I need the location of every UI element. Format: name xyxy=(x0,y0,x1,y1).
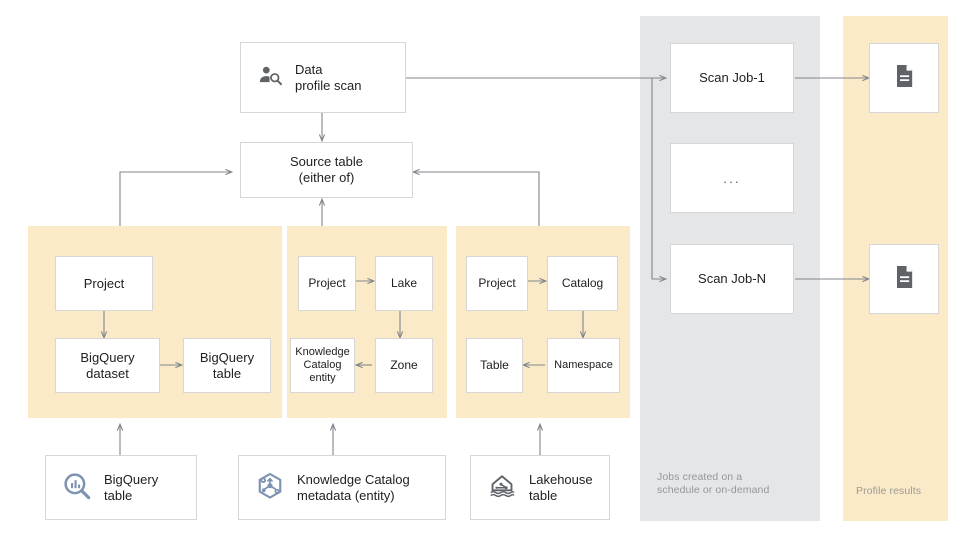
bigquery-icon xyxy=(62,471,92,505)
results-panel-caption: Profile results xyxy=(856,485,922,497)
datacatalog-zone-label: Zone xyxy=(390,358,418,372)
source-table-label: Source table (either of) xyxy=(290,154,363,185)
lakehouse-namespace-node[interactable]: Namespace xyxy=(547,338,620,393)
scan-job-ellipsis-label: ... xyxy=(723,170,741,186)
knowledge-catalog-icon xyxy=(255,471,285,505)
document-icon xyxy=(890,62,918,94)
scan-job-n-node[interactable]: Scan Job-N xyxy=(670,244,794,314)
bigquery-table-node[interactable]: BigQuery table xyxy=(183,338,271,393)
bigquery-dataset-node[interactable]: BigQuery dataset xyxy=(55,338,160,393)
lakehouse-namespace-label: Namespace xyxy=(554,359,613,371)
knowledge-catalog-source-label: Knowledge Catalog metadata (entity) xyxy=(297,471,410,503)
scan-job-1-node[interactable]: Scan Job-1 xyxy=(670,43,794,113)
scan-job-n-label: Scan Job-N xyxy=(698,271,766,286)
bigquery-project-node[interactable]: Project xyxy=(55,256,153,311)
datacatalog-project-label: Project xyxy=(308,276,346,290)
lakehouse-table-label: Table xyxy=(480,358,509,372)
lakehouse-project-node[interactable]: Project xyxy=(466,256,528,311)
datacatalog-entity-label: Knowledge Catalog entity xyxy=(295,346,350,384)
lakehouse-table-source-label: Lakehouse table xyxy=(529,471,593,503)
profile-result-n-node[interactable] xyxy=(869,244,939,314)
document-icon xyxy=(890,263,918,295)
data-profile-scan-label: Data profile scan xyxy=(295,61,362,93)
lakehouse-table-node[interactable]: Table xyxy=(466,338,523,393)
lakehouse-table-source-node[interactable]: Lakehouse table xyxy=(470,455,610,520)
lakehouse-catalog-label: Catalog xyxy=(561,276,604,290)
bigquery-table-label: BigQuery table xyxy=(199,349,255,381)
datacatalog-entity-node[interactable]: Knowledge Catalog entity xyxy=(290,338,355,393)
datacatalog-lake-node[interactable]: Lake xyxy=(375,256,433,311)
person-search-icon xyxy=(257,63,283,93)
bigquery-table-source-node[interactable]: BigQuery table xyxy=(45,455,197,520)
data-profile-scan-node[interactable]: Data profile scan xyxy=(240,42,406,113)
lakehouse-icon xyxy=(487,471,517,505)
lakehouse-catalog-node[interactable]: Catalog xyxy=(547,256,618,311)
scan-job-ellipsis-node: ... xyxy=(670,143,794,213)
datacatalog-zone-node[interactable]: Zone xyxy=(375,338,433,393)
profile-result-1-node[interactable] xyxy=(869,43,939,113)
lakehouse-project-label: Project xyxy=(478,276,516,290)
jobs-panel-caption: Jobs created on a schedule or on-demand xyxy=(657,471,770,496)
source-table-node[interactable]: Source table (either of) xyxy=(240,142,413,198)
bigquery-project-label: Project xyxy=(83,275,125,291)
bigquery-dataset-label: BigQuery dataset xyxy=(80,349,135,381)
knowledge-catalog-source-node[interactable]: Knowledge Catalog metadata (entity) xyxy=(238,455,446,520)
datacatalog-project-node[interactable]: Project xyxy=(298,256,356,311)
scan-job-1-label: Scan Job-1 xyxy=(699,70,765,85)
bigquery-table-source-label: BigQuery table xyxy=(104,471,159,503)
datacatalog-lake-label: Lake xyxy=(390,276,418,290)
